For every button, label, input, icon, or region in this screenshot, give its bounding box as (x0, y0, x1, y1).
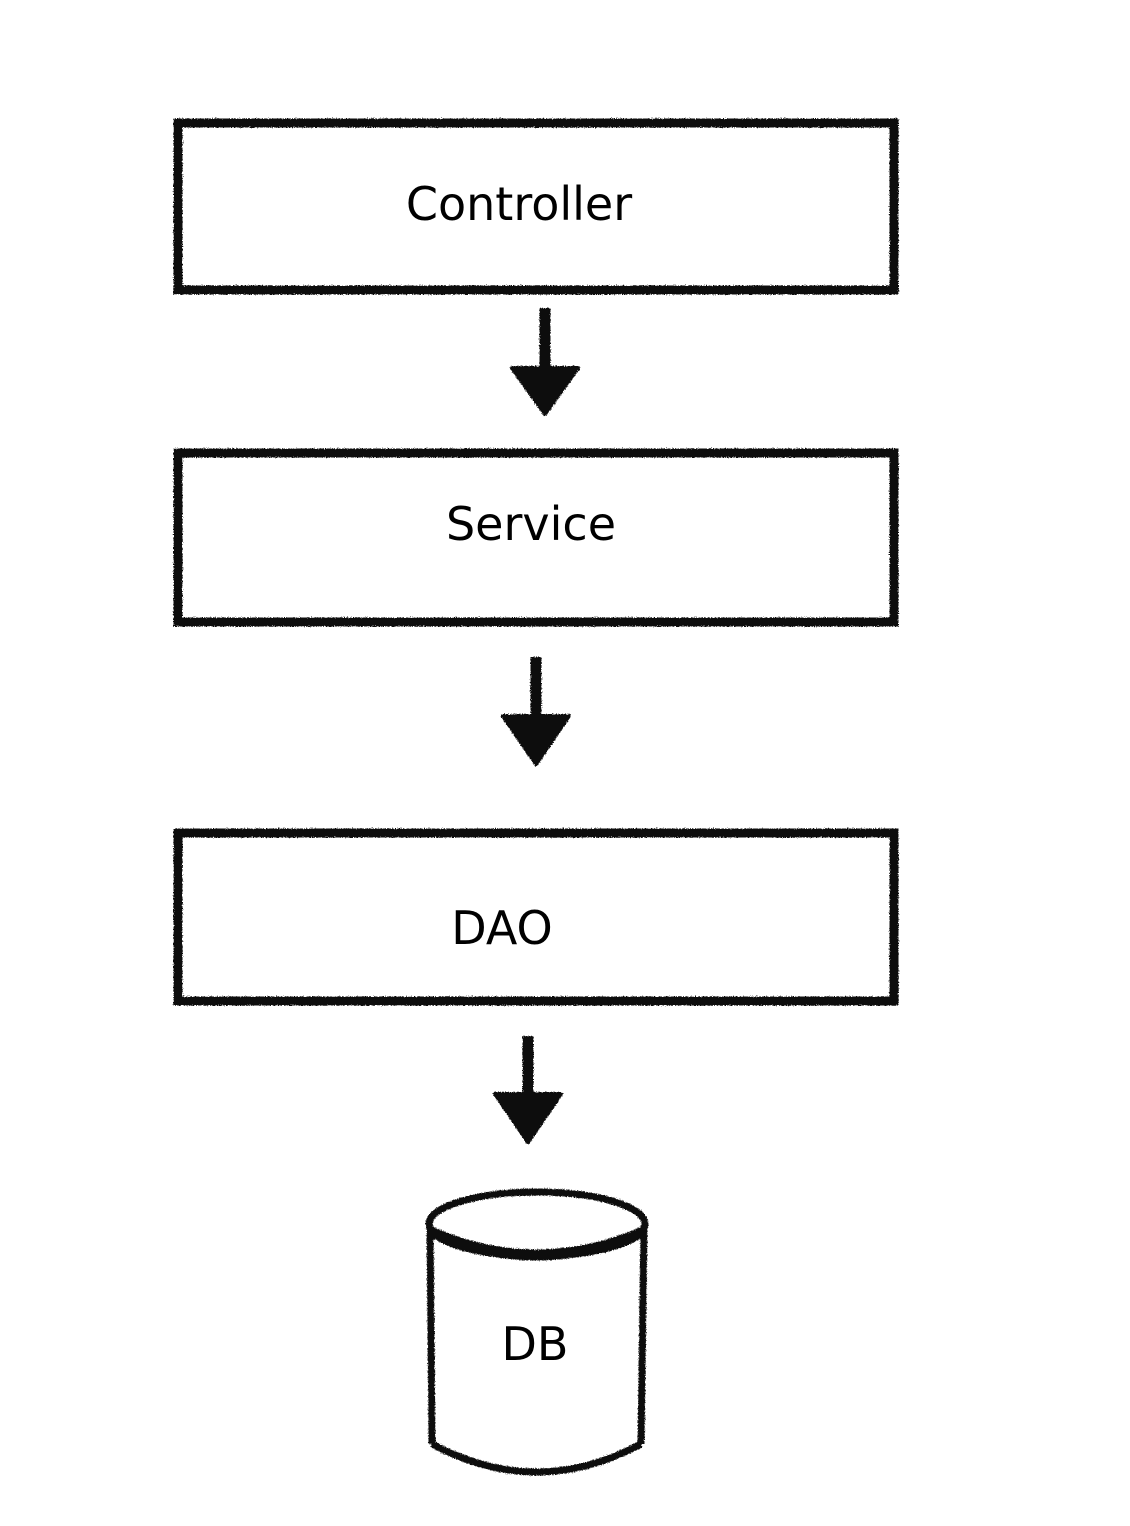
db-side-left (426, 1225, 436, 1445)
db-label: DB (502, 1317, 569, 1371)
controller-label: Controller (406, 177, 632, 231)
arrow-head-icon (493, 1092, 563, 1144)
controller-box (173, 118, 899, 295)
database-icon (425, 1188, 649, 1476)
arrow-head-icon (510, 366, 580, 416)
db-side-right (637, 1225, 648, 1445)
dao-label: DAO (451, 901, 552, 955)
service-node: Service (173, 448, 899, 627)
dao-node: DAO (173, 828, 899, 1006)
service-label: Service (446, 497, 616, 551)
db-node: DB (425, 1188, 649, 1476)
arrow-dao-to-db (493, 1036, 563, 1144)
controller-node: Controller (173, 118, 899, 295)
arrow-service-to-dao (501, 657, 571, 766)
db-bottom (430, 1440, 643, 1476)
service-box (173, 448, 899, 627)
dao-box (173, 828, 899, 1006)
arrow-controller-to-service (510, 308, 580, 416)
arrow-head-icon (501, 714, 571, 766)
db-top-rim (428, 1226, 646, 1261)
